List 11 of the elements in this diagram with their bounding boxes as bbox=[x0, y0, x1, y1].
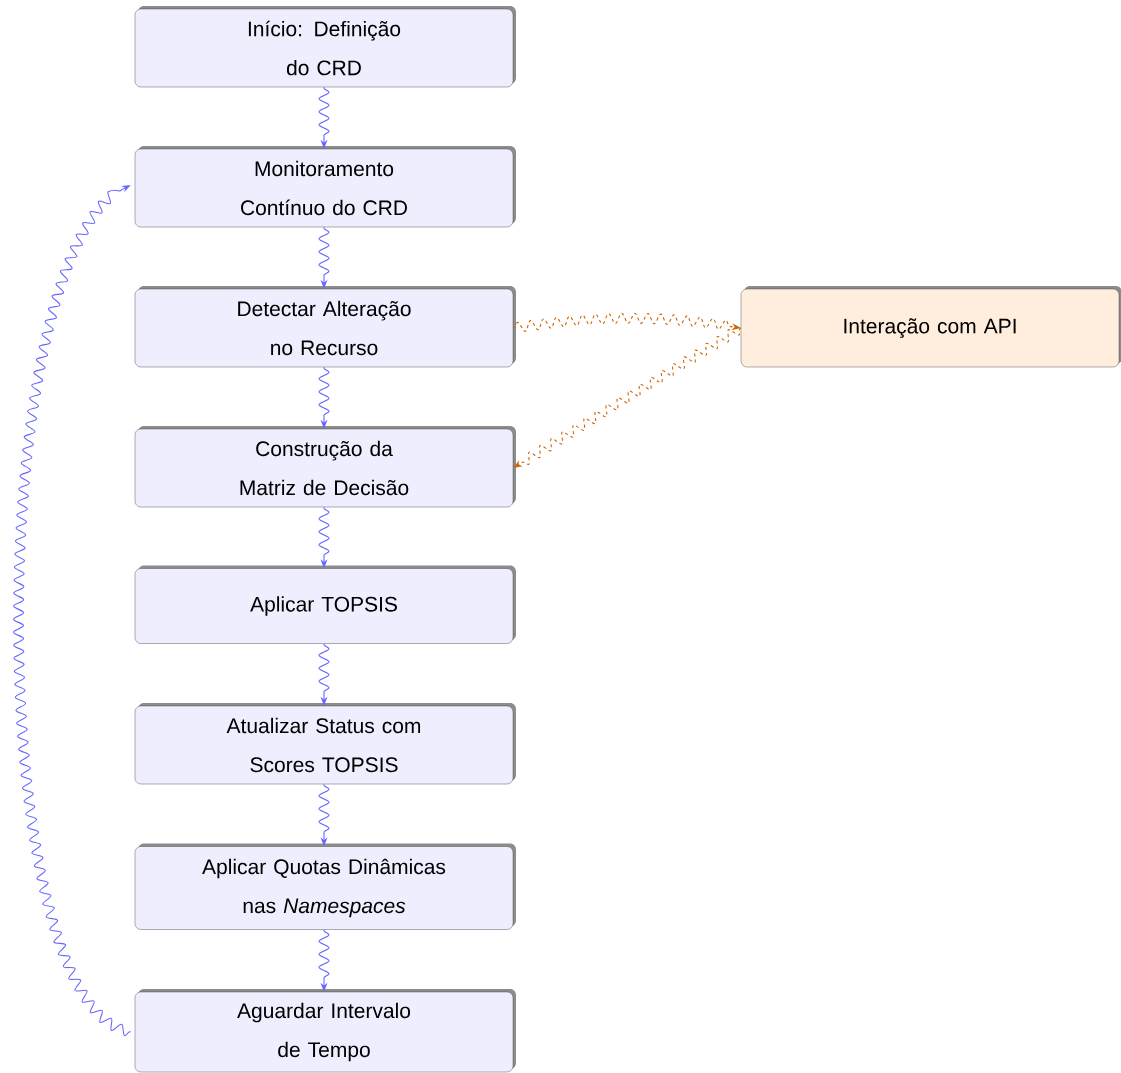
process-box: Detectar Alteração no Recurso bbox=[134, 286, 516, 368]
arrow bbox=[513, 327, 742, 468]
process-box: Construção da Matriz de Decisão bbox=[134, 426, 516, 508]
arrow bbox=[12, 185, 132, 1037]
process-box: Atualizar Status com Scores TOPSIS bbox=[134, 703, 516, 785]
process-box: Monitoramento Contínuo do CRD bbox=[134, 146, 516, 228]
process-box: Aguardar Intervalo de Tempo bbox=[134, 989, 516, 1073]
process-box: Aplicar Quotas Dinâmicas nas Namespaces bbox=[134, 843, 516, 930]
process-box: Interação com API bbox=[740, 286, 1121, 368]
process-box: Aplicar TOPSIS bbox=[134, 565, 516, 644]
process-box: Início: Definição do CRD bbox=[134, 6, 516, 88]
